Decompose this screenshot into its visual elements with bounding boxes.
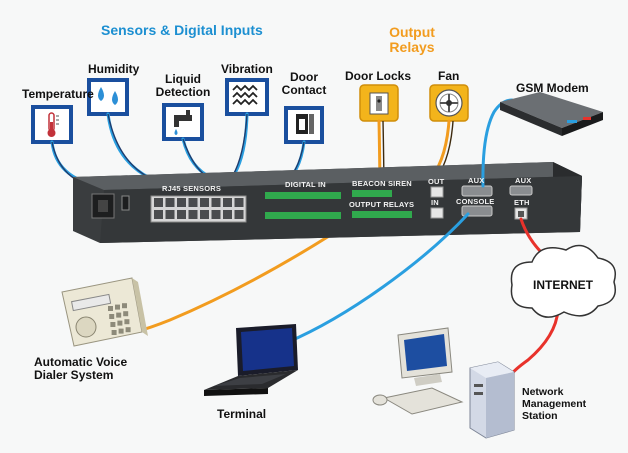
rj45-port [234,210,244,219]
humidity-label: Humidity [88,62,140,76]
liquid-detection-label-line2: Detection [155,85,211,99]
rj45-port [165,210,175,219]
phone-jacks [430,186,444,219]
nms-workstation [372,327,515,439]
aux-right-label: AUX [515,176,532,185]
console-label: CONSOLE [456,197,495,206]
voice-dialer-label: Automatic Voice Dialer System [34,356,127,382]
liquid-detection-label-line1: Liquid [165,72,201,86]
monitoring-device [73,162,582,243]
liquid-detection-label: Liquid Detection [150,73,216,99]
eth-label: ETH [514,198,530,207]
dialer-key [122,303,127,309]
temperature-label: Temperature [22,87,94,101]
terminal-laptop [204,324,298,396]
serial-ports [461,185,533,217]
aux-left-label: AUX [468,176,485,185]
fan-relay-box [429,84,469,122]
rj45-port [154,210,163,219]
voice-dialer-device [61,277,148,347]
rj45-port [165,198,175,207]
relays-title-line1: Output [389,24,435,40]
digital-in-label: DIGITAL IN [285,180,326,189]
lock-icon [369,92,389,115]
dialer-key [108,306,113,311]
relays-title-line2: Relays [389,39,435,55]
voice-dialer-label-line2: Dialer System [34,368,114,382]
fan-icon [435,89,463,117]
dialer-key [123,311,129,317]
dialer-key [109,314,115,319]
dialer-key [118,328,124,334]
rj45-port [200,198,209,207]
out-label: OUT [428,177,445,186]
humidity-sensor-box [87,78,129,116]
dialer-key [124,319,130,325]
beacon-siren-label: BEACON SIREN [352,179,412,188]
nms-label-line2: Management [522,398,587,410]
vibration-label: Vibration [221,62,273,76]
in-label: IN [431,198,439,207]
liquid-detection-sensor-box [162,103,204,141]
digital-in-terminals [265,192,341,219]
nms-label: Network Management Station [522,386,586,422]
rj45-port [234,198,244,207]
rj45-port [223,198,232,207]
output-relays-label: OUTPUT RELAYS [349,200,415,209]
rj45-sensors-label: RJ45 SENSORS [162,184,222,193]
door-locks-relay-box [359,84,399,122]
terminal-label: Terminal [217,407,267,421]
relays-group-title: Output Relays [376,24,448,55]
beacon-siren-terminals [352,190,412,218]
sensors-group-title: Sensors & Digital Inputs [101,22,263,38]
dialer-key [116,312,122,318]
door-contact-label: Door Contact [276,71,332,97]
door-locks-label: Door Locks [345,69,412,83]
nms-label-line3: Station [522,410,558,422]
dialer-key [125,327,131,333]
rj45-port [188,198,198,207]
temperature-sensor-box [31,105,73,144]
vibration-sensor-box [225,78,269,116]
rj45-port [211,210,221,219]
rj45-port [223,210,232,219]
gsm-modem-label: GSM Modem [516,81,589,95]
dialer-key [115,304,120,310]
rj45-port [188,210,198,219]
internet-label: INTERNET [533,278,593,292]
door-contact-label-line2: Contact [281,83,327,97]
rj45-port [177,210,186,219]
wave-icon [232,84,258,106]
nms-label-line1: Network [522,386,564,398]
faucet-icon [174,110,192,135]
door-magnet-icon [296,114,314,134]
rj45-port [200,210,209,219]
dialer-key [117,320,123,326]
water-drops-icon [98,87,118,105]
rj45-port [154,198,163,207]
rj45-port [211,198,221,207]
internet-cloud [510,244,616,318]
door-contact-sensor-box [284,106,324,144]
fan-label: Fan [438,69,460,83]
rj45-port [177,198,186,207]
dialer-key [110,322,116,327]
voice-dialer-label-line1: Automatic Voice [34,355,128,369]
thermometer-icon [47,112,59,137]
door-contact-label-line1: Door [290,70,318,84]
gsm-modem [500,92,603,136]
dialer-key [111,330,117,335]
eth-port [514,207,528,220]
